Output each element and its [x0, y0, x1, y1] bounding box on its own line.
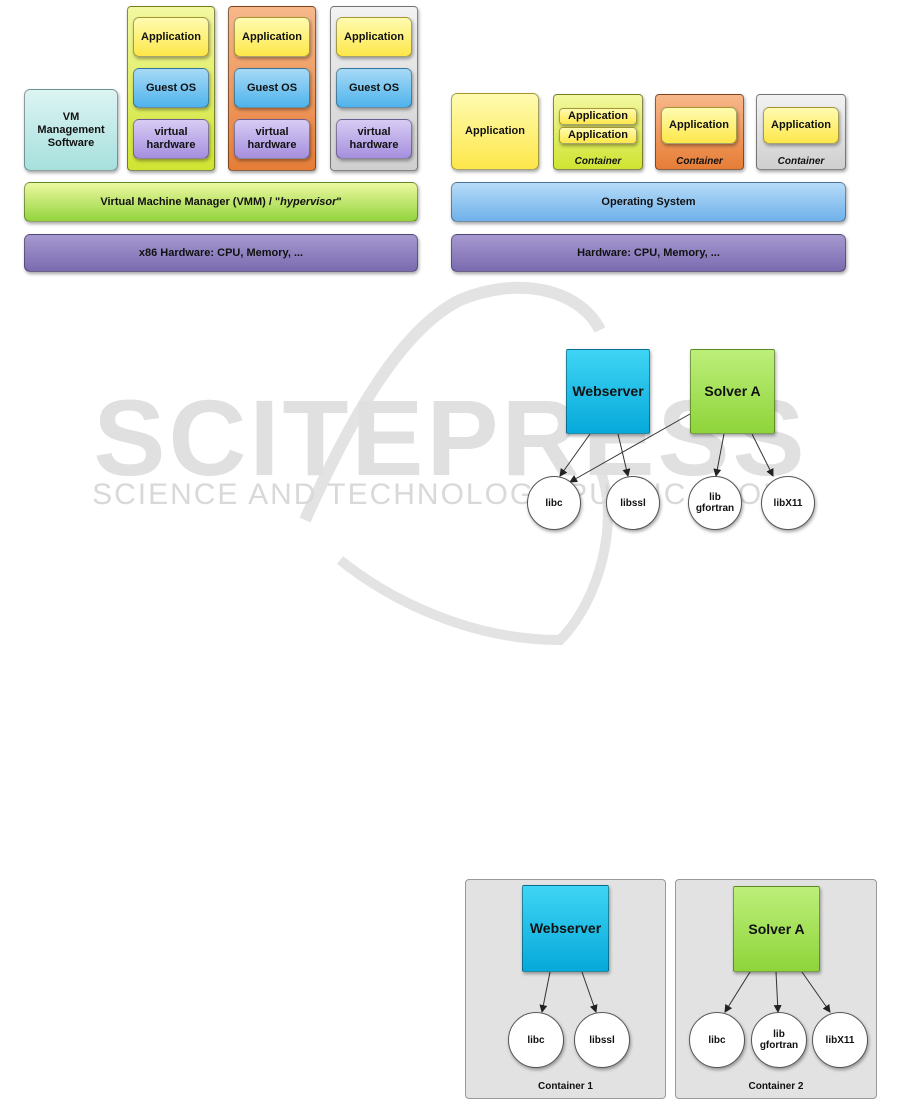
c2-solver-node: Solver A — [733, 886, 820, 972]
libx11-node: libX11 — [761, 476, 815, 530]
c1-libc-label: libc — [527, 1034, 545, 1046]
native-application-box: Application — [451, 93, 539, 170]
container-hardware-label: Hardware: CPU, Memory, ... — [577, 246, 720, 259]
solver-node: Solver A — [690, 349, 775, 434]
vm-management-box: VM Management Software — [24, 89, 118, 171]
libssl-node: libssl — [606, 476, 660, 530]
vmm-hypervisor-box: Virtual Machine Manager (VMM) / "hypervi… — [24, 182, 418, 222]
container2-application: Application — [661, 107, 737, 144]
vm-hardware-label: x86 Hardware: CPU, Memory, ... — [138, 246, 304, 259]
c1-webserver-node: Webserver — [522, 885, 609, 972]
libgfortran-node: lib gfortran — [688, 476, 742, 530]
container1-application-1-label: Application — [568, 110, 628, 122]
c1-libssl-label: libssl — [589, 1034, 615, 1046]
c2-libgfortran-node: lib gfortran — [751, 1012, 807, 1068]
vm3-virtual-hardware-box: virtual hardware — [336, 119, 412, 159]
vm1-application-box: Application — [133, 17, 209, 57]
c2-libc-node: libc — [689, 1012, 745, 1068]
container3-application-label: Application — [771, 119, 831, 131]
operating-system-label: Operating System — [601, 195, 696, 208]
webserver-label: Webserver — [572, 383, 644, 399]
container-1-group-label: Container 1 — [537, 1081, 593, 1092]
watermark-tagline: SCIENCE AND TECHNOLOGY PUBLICATIONS — [92, 478, 809, 511]
libssl-label: libssl — [620, 497, 646, 509]
vm2-virtual-hardware-box: virtual hardware — [234, 119, 310, 159]
vm2-guest-os-box: Guest OS — [234, 68, 310, 108]
vm-hardware-box: x86 Hardware: CPU, Memory, ... — [24, 234, 418, 272]
vm3-application-box: Application — [336, 17, 412, 57]
vmm-label: Virtual Machine Manager (VMM) / "hypervi… — [100, 196, 341, 209]
container-hardware-box: Hardware: CPU, Memory, ... — [451, 234, 846, 272]
vm3-application-label: Application — [344, 30, 404, 43]
libgfortran-label: lib gfortran — [695, 492, 735, 514]
vm1-virtual-hardware-label: virtual hardware — [146, 126, 196, 151]
container1-application-2: Application — [559, 127, 637, 144]
container1-label: Container — [574, 156, 622, 167]
vm-diagram: VM Management Software Application Guest… — [0, 0, 430, 280]
vm2-guest-os-label: Guest OS — [246, 81, 298, 94]
c2-libc-label: libc — [708, 1034, 726, 1046]
vm2-virtual-hardware-label: virtual hardware — [247, 126, 297, 151]
c2-libgfortran-label: lib gfortran — [759, 1029, 799, 1051]
libc-label: libc — [545, 497, 563, 509]
libx11-label: libX11 — [773, 497, 803, 509]
vm-management-label: VM Management Software — [37, 110, 105, 149]
c2-solver-label: Solver A — [748, 920, 805, 937]
vm2-application-box: Application — [234, 17, 310, 57]
vm1-virtual-hardware-box: virtual hardware — [133, 119, 209, 159]
vm1-guest-os-label: Guest OS — [145, 81, 197, 94]
c1-webserver-label: Webserver — [529, 920, 602, 936]
container2-label: Container — [676, 156, 723, 167]
container1-application-2-label: Application — [568, 129, 628, 141]
vm1-application-label: Application — [141, 30, 201, 43]
operating-system-box: Operating System — [451, 182, 846, 222]
container2-application-label: Application — [669, 119, 729, 131]
vmm-label-prefix: Virtual Machine Manager (VMM) / " — [100, 195, 281, 208]
container3-label: Container — [777, 156, 825, 167]
vmm-label-italic: hypervisor — [280, 195, 337, 208]
container-diagram: Application Application Application Cont… — [440, 0, 860, 280]
solver-label: Solver A — [704, 383, 761, 399]
container3-application: Application — [763, 107, 839, 144]
c2-libx11-node: libX11 — [812, 1012, 868, 1068]
c2-libx11-label: libX11 — [825, 1034, 855, 1046]
webserver-node: Webserver — [566, 349, 650, 434]
vm3-guest-os-label: Guest OS — [348, 81, 400, 94]
libc-node: libc — [527, 476, 581, 530]
vmm-label-suffix: " — [336, 195, 342, 208]
container-2-group-label: Container 2 — [748, 1081, 804, 1092]
vm2-application-label: Application — [242, 30, 302, 43]
vm1-guest-os-box: Guest OS — [133, 68, 209, 108]
vm3-virtual-hardware-label: virtual hardware — [349, 126, 399, 151]
vm3-guest-os-box: Guest OS — [336, 68, 412, 108]
c1-libc-node: libc — [508, 1012, 564, 1068]
c1-libssl-node: libssl — [574, 1012, 630, 1068]
container1-application-1: Application — [559, 108, 637, 125]
native-application-label: Application — [465, 125, 525, 137]
